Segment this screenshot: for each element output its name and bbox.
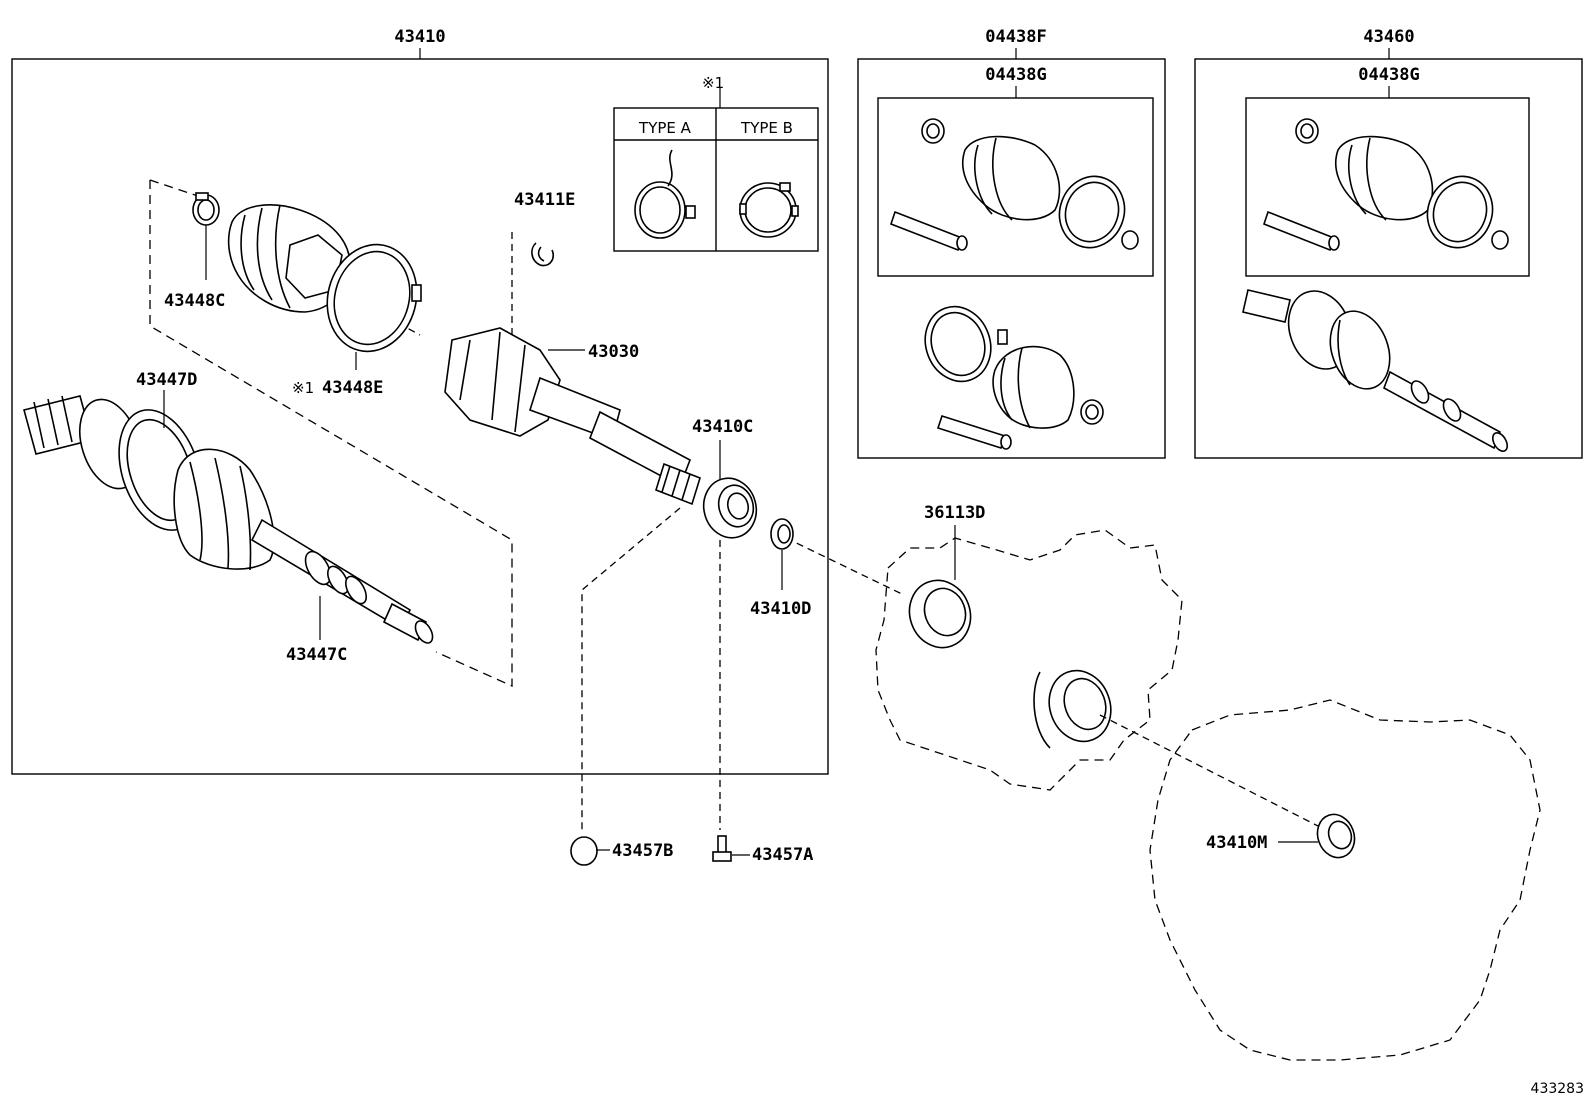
left-kit-inboard-boot-set — [924, 305, 1104, 450]
diagram-id: 433283 — [1531, 1081, 1584, 1097]
label-04438G-right: 04438G — [1358, 65, 1419, 85]
label-43447D: 43447D — [136, 370, 197, 390]
boot-kit-dashed-outline — [149, 180, 513, 688]
label-43460: 43460 — [1363, 27, 1414, 47]
inboard-joint-shaft — [444, 327, 701, 506]
label-04438F: 04438F — [985, 27, 1046, 47]
mounting-bolt — [712, 835, 732, 862]
transaxle-housing — [875, 529, 1183, 791]
clamp-type-table — [613, 88, 819, 252]
label-43457A: 43457A — [752, 845, 813, 865]
center-bearing — [702, 477, 758, 539]
right-kit-boot-set — [1263, 118, 1509, 252]
retaining-ring — [570, 836, 598, 866]
note-mark-43448E: ※1 — [292, 379, 314, 397]
type-b-label: TYPE B — [740, 119, 793, 137]
label-43447C: 43447C — [286, 645, 347, 665]
bearing-seal — [770, 518, 794, 550]
type-b-clamp-icon — [739, 182, 799, 238]
right-kit-inner-frame — [1245, 97, 1530, 277]
label-43457B: 43457B — [612, 841, 673, 861]
label-43448E: 43448E — [322, 378, 383, 398]
small-boot-clamp — [192, 192, 220, 226]
note-mark-table: ※1 — [702, 74, 724, 92]
left-kit-frame — [857, 58, 1166, 459]
type-a-clamp-icon — [634, 149, 696, 239]
label-43410M: 43410M — [1206, 833, 1267, 853]
label-43448C: 43448C — [164, 291, 225, 311]
label-43410C: 43410C — [692, 417, 753, 437]
label-43410D: 43410D — [750, 599, 811, 619]
label-04438G-left: 04438G — [985, 65, 1046, 85]
label-43410: 43410 — [394, 27, 445, 47]
right-kit-frame — [1194, 58, 1583, 459]
outboard-joint-shaft — [23, 395, 434, 644]
left-kit-outboard-boot-set — [890, 118, 1139, 252]
transmission-oil-seal — [1316, 813, 1356, 859]
snap-ring — [531, 242, 555, 267]
right-kit-shaft — [1242, 289, 1509, 452]
large-boot-clamp — [326, 243, 422, 353]
type-a-label: TYPE A — [638, 119, 692, 137]
label-43411E: 43411E — [514, 190, 575, 210]
label-36113D: 36113D — [924, 503, 985, 523]
transmission-case — [1149, 699, 1541, 1061]
label-43030: 43030 — [588, 342, 639, 362]
